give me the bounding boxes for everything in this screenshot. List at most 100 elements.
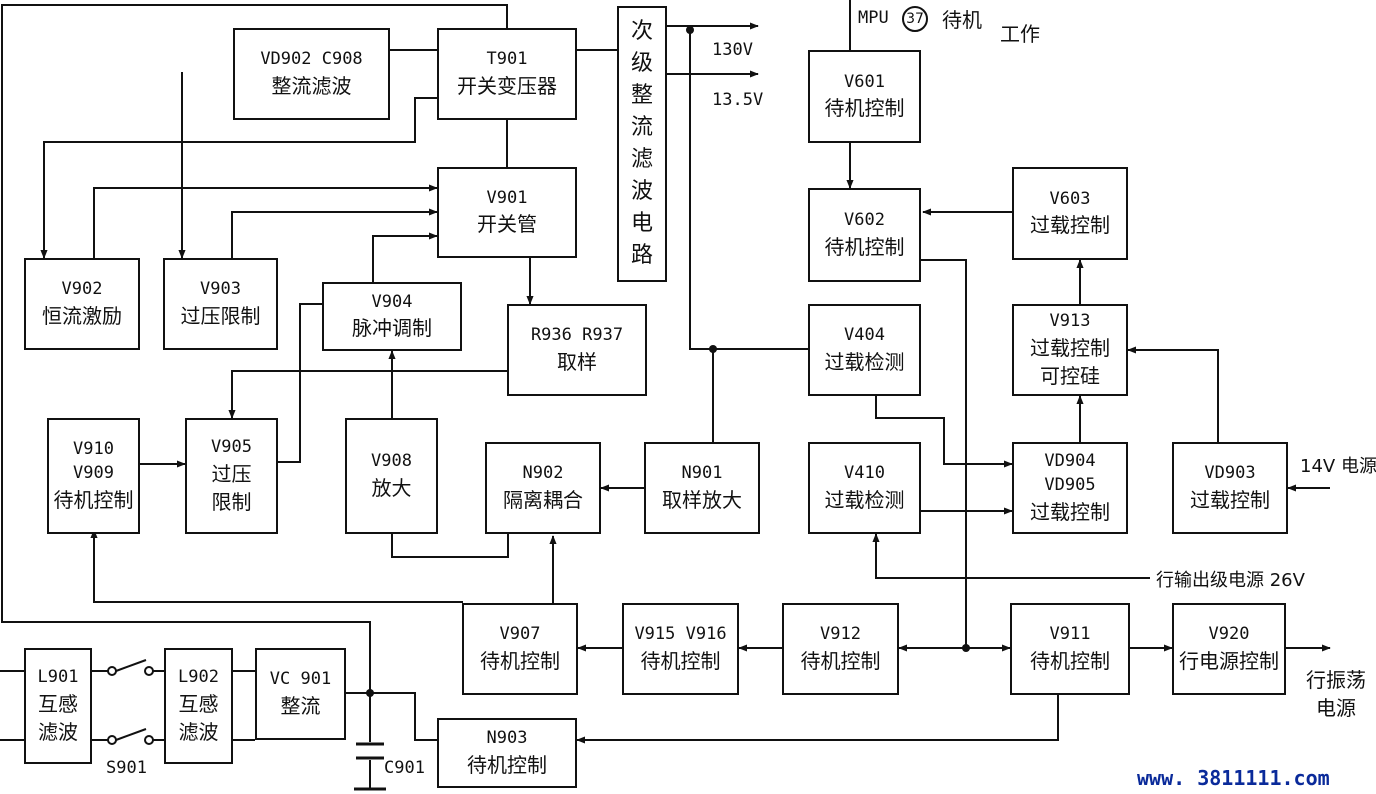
label-line-osc-1: 行振荡 xyxy=(1306,668,1366,692)
block-l902-ref: L902 xyxy=(178,667,219,688)
block-vd904-ref2: VD905 xyxy=(1044,475,1096,495)
secondary-char: 次 xyxy=(630,19,653,44)
label-work: 工作 xyxy=(1000,22,1040,46)
block-n903: N903 待机控制 xyxy=(437,718,577,788)
junction-dot xyxy=(686,26,694,34)
secondary-char: 波 xyxy=(630,179,653,204)
secondary-char: 级 xyxy=(630,51,653,76)
block-t901-ref: T901 xyxy=(486,49,528,70)
secondary-char: 流 xyxy=(630,115,653,140)
wire-t901-v902 xyxy=(40,97,437,259)
block-v902-ref: V902 xyxy=(61,279,103,300)
block-v602-ref: V602 xyxy=(844,210,885,231)
switch-contact xyxy=(107,666,117,676)
block-v908-ref: V908 xyxy=(371,451,412,472)
block-v908-func: 放大 xyxy=(371,475,412,500)
block-v920-ref: V920 xyxy=(1208,624,1250,645)
label-mpu-pin: 37 xyxy=(902,6,928,32)
label-13-5v: 13.5V xyxy=(712,90,764,110)
block-v910-ref: V910 xyxy=(73,439,114,460)
wire-v404-vd904 xyxy=(875,396,1013,468)
label-s901: S901 xyxy=(106,758,147,778)
block-v904: V904 脉冲调制 xyxy=(322,282,462,351)
wire-l902-vc901 xyxy=(233,670,255,741)
block-v603: V603 过载控制 xyxy=(1012,167,1128,260)
block-vd903-ref: VD903 xyxy=(1204,463,1256,484)
label-14v-source: 14V 电源 xyxy=(1300,456,1376,477)
wire-v905-v904 xyxy=(278,303,322,463)
block-v912-ref: V912 xyxy=(820,624,861,645)
block-v905-func2: 限制 xyxy=(211,489,252,514)
block-v410-func: 过载检测 xyxy=(824,487,905,512)
block-v603-func: 过载控制 xyxy=(1030,213,1110,238)
capacitor-c901 xyxy=(356,742,384,760)
block-vd904-ref: VD904 xyxy=(1044,451,1096,472)
block-v904-ref: V904 xyxy=(371,291,413,312)
wire-c901-n903 xyxy=(370,692,437,741)
block-v904-func: 脉冲调制 xyxy=(352,316,432,341)
block-v410-ref: V410 xyxy=(844,463,885,484)
label-standby: 待机 xyxy=(942,8,982,32)
block-v913-ref: V913 xyxy=(1049,311,1091,332)
block-v603-ref: V603 xyxy=(1049,188,1091,209)
block-v907-ref: V907 xyxy=(499,624,541,645)
block-v404-func: 过载检测 xyxy=(824,349,905,374)
block-v903: V903 过压限制 xyxy=(163,258,278,350)
block-l901-ref: L901 xyxy=(37,667,79,688)
label-c901: C901 xyxy=(384,758,425,778)
block-r936: R936 R937 取样 xyxy=(507,304,647,396)
block-v905-func1: 过压 xyxy=(211,461,252,486)
block-v901-func: 开关管 xyxy=(477,212,537,237)
wire-v902-v901 xyxy=(93,184,438,258)
label-mpu: MPU xyxy=(858,8,889,28)
block-vc901-ref: VC 901 xyxy=(269,669,332,690)
block-n902: N902 隔离耦合 xyxy=(485,442,601,534)
block-vd904-func: 过载控制 xyxy=(1030,499,1110,524)
wire-v904-v901 xyxy=(372,232,438,282)
label-line-osc-2: 电源 xyxy=(1316,696,1356,720)
block-n902-ref: N902 xyxy=(522,463,564,484)
block-v903-func: 过压限制 xyxy=(180,303,261,328)
block-n902-func: 隔离耦合 xyxy=(503,487,583,512)
block-v903-ref: V903 xyxy=(200,279,241,300)
block-v908: V908 放大 xyxy=(345,418,438,534)
block-v601-ref: V601 xyxy=(844,71,885,92)
block-r936-ref: R936 R937 xyxy=(530,325,624,346)
wire-v907-v910 xyxy=(90,529,463,603)
block-vd903-func: 过载控制 xyxy=(1190,487,1270,512)
junction-dot xyxy=(366,689,374,697)
block-t901-func: 开关变压器 xyxy=(457,73,557,98)
wire-vc901-c901 xyxy=(346,692,371,742)
block-n903-ref: N903 xyxy=(486,728,528,749)
wire-n902-v908 xyxy=(391,534,509,558)
block-n901-func: 取样放大 xyxy=(662,487,742,512)
wire-v602-bus xyxy=(921,259,967,648)
block-v901-ref: V901 xyxy=(486,187,528,208)
block-v410: V410 过载检测 xyxy=(808,442,921,534)
block-v920-func: 行电源控制 xyxy=(1179,648,1279,673)
block-v602: V602 待机控制 xyxy=(808,188,921,282)
block-n903-func: 待机控制 xyxy=(467,752,547,777)
block-l902-func1: 互感 xyxy=(178,691,219,716)
block-v910-func: 待机控制 xyxy=(53,487,134,512)
secondary-char: 电 xyxy=(630,211,653,236)
block-l901-func1: 互感 xyxy=(38,691,78,716)
block-v602-func: 待机控制 xyxy=(824,234,905,259)
block-v915-ref: V915 V916 xyxy=(634,624,727,645)
block-r936-func: 取样 xyxy=(557,349,597,374)
